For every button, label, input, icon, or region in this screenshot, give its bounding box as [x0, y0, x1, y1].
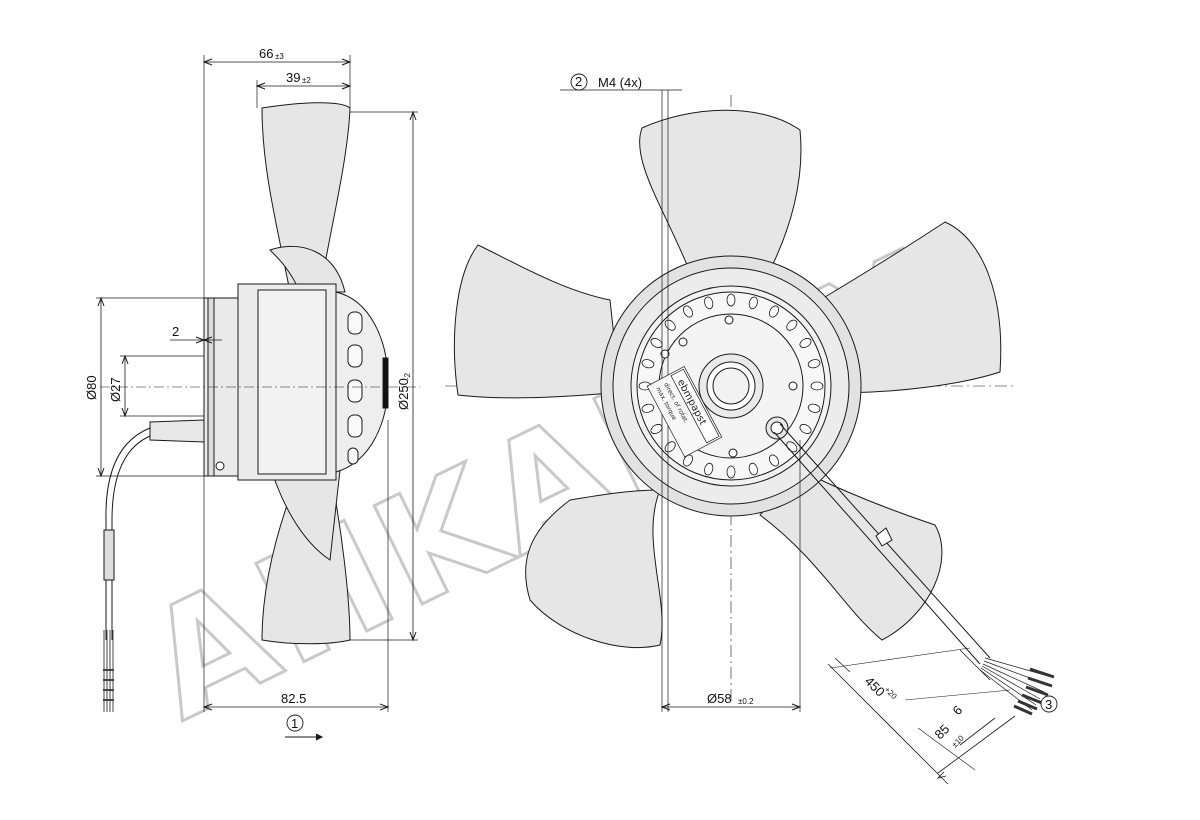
vent-hole: [807, 403, 821, 413]
vent-hole: [799, 424, 812, 434]
side-view-labels: 66 ±3 39 ±2 2 Ø80 Ø27 Ø250 -2 82.5 1: [84, 46, 412, 731]
dim-27: Ø27: [108, 377, 123, 402]
dim-250-tol: -2: [403, 372, 412, 380]
vent-hole: [799, 338, 812, 348]
vent-hole: [704, 462, 714, 476]
vent-hole: [748, 296, 758, 310]
dim-2: 2: [172, 324, 179, 339]
vent-hole: [726, 293, 736, 307]
dim-85: 85: [932, 721, 953, 742]
side-cable: [105, 427, 151, 640]
blade-lower-right: [759, 469, 943, 641]
cable-dims: [827, 647, 1016, 785]
vent-hole: [704, 296, 714, 310]
side-view: [96, 55, 420, 741]
vent-hole: [769, 305, 779, 318]
dim-82-5: 82.5: [281, 691, 306, 706]
vent-hole: [807, 359, 821, 369]
dim-450: 450: [862, 674, 888, 700]
dim-39-tol: ±2: [302, 76, 311, 85]
dim-66: 66: [259, 46, 273, 61]
blade-left: [453, 244, 621, 399]
dim-66-tol: ±3: [275, 52, 284, 61]
vent-hole: [683, 454, 693, 467]
dim-85-tol: ±10: [950, 733, 966, 749]
side-blade-top: [261, 102, 351, 293]
hub-label: ebmpapst direct. of rotat. max. torque: [646, 365, 723, 458]
vent-hole: [641, 403, 655, 413]
vent-hole: [769, 454, 779, 467]
front-blades: [453, 109, 1002, 649]
blade-lower-left: [525, 489, 663, 649]
vent-hole: [810, 381, 824, 391]
callout-2: 2: [575, 74, 582, 89]
blade-top: [639, 109, 802, 273]
dim-58: Ø58: [707, 691, 732, 706]
wire-ends: [979, 657, 1055, 716]
dim-39: 39: [286, 70, 300, 85]
callout-1: 1: [291, 716, 298, 731]
vent-hole: [683, 305, 693, 318]
vent-hole: [641, 359, 655, 369]
vent-hole: [786, 319, 798, 331]
dim-58-tol: ±0.2: [738, 697, 754, 706]
callout-3: 3: [1045, 697, 1052, 712]
dim-80: Ø80: [84, 375, 99, 400]
vent-hole: [748, 462, 758, 476]
blade-right: [819, 221, 1002, 394]
vent-hole: [726, 465, 736, 479]
thread-label: M4 (4x): [598, 75, 642, 90]
dim-6: 6: [950, 702, 966, 718]
dim-250: Ø250: [396, 378, 411, 410]
